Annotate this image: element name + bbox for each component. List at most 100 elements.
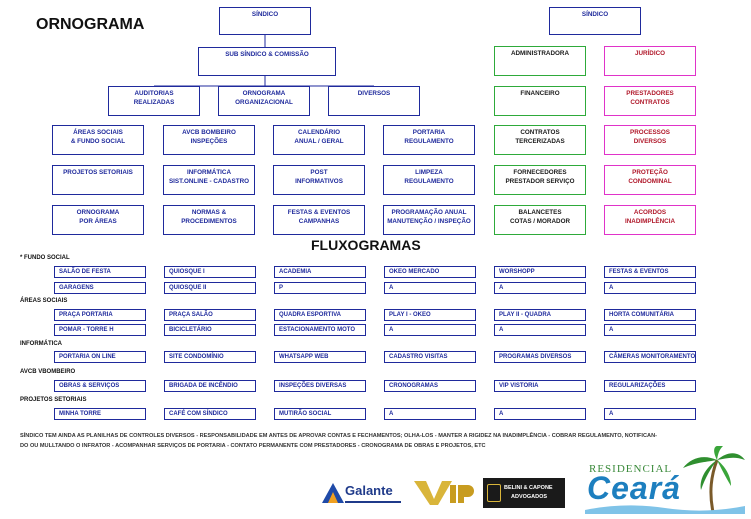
projetos-setoriais-box: PROJETOS SETORIAIS <box>52 165 144 195</box>
protecao-condominal-box-line-2: CONDOMINAL <box>628 177 672 185</box>
balancetes-box-line-1: BALANCETES <box>518 209 562 216</box>
flux-cell-r6-c2: BRIGADA DE INCÊNDIO <box>164 380 256 392</box>
normas-procedimentos-box-line-2: PROCEDIMENTOS <box>181 217 237 225</box>
acordos-inadimplencia-box-line-1: ACORDOS <box>633 209 667 216</box>
flux-cell-r3-c6: HORTA COMUNITÁRIA <box>604 309 696 321</box>
post-informativos-box-line-1: POST <box>310 169 328 176</box>
galante-mark-icon <box>322 483 344 503</box>
flux-cell-r7-c3: MUTIRÃO SOCIAL <box>274 408 366 420</box>
contratos-tercerizadas-box-line-2: TERCERIZADAS <box>515 137 565 145</box>
juridico-box-line-1: JURÍDICO <box>634 50 666 57</box>
vip-text: VIP <box>410 478 411 479</box>
fornecedores-box-line-1: FORNECEDORES <box>513 169 567 176</box>
balancetes-box-line-2: COTAS / MORADOR <box>509 217 571 225</box>
fornecedores-box-line-2: PRESTADOR SERVIÇO <box>505 177 575 185</box>
flux-cell-r4-c6: A <box>604 324 696 336</box>
programacao-anual-box-line-2: MANUTENÇÃO / INSPEÇÃO <box>387 217 471 225</box>
flux-cell-r3-c4: PLAY I - OKEO <box>384 309 476 321</box>
flux-cell-r6-c3: INSPEÇÕES DIVERSAS <box>274 380 366 392</box>
portaria-box-line-2: REGULAMENTO <box>404 137 454 145</box>
areas-sociais-box: ÁREAS SOCIAIS& FUNDO SOCIAL <box>52 125 144 155</box>
flux-cell-r6-c4: CRONOGRAMAS <box>384 380 476 392</box>
flux-cell-r2-c3: P <box>274 282 366 294</box>
vip-logo: VIP <box>410 478 478 508</box>
palm-tree-icon <box>585 446 745 514</box>
processos-diversos-box-line-2: DIVERSOS <box>633 137 667 145</box>
belini-text-2: ADVOGADOS <box>511 494 548 500</box>
residencial-ceara-logo: RESIDENCIAL Ceará <box>585 446 745 514</box>
areas-sociais-box-line-1: ÁREAS SOCIAIS <box>73 129 123 136</box>
flux-cell-r7-c4: A <box>384 408 476 420</box>
ornograma-por-areas-box-line-2: POR ÁREAS <box>79 217 117 225</box>
projetos-setoriais-box-line-1: PROJETOS SETORIAIS <box>63 169 133 176</box>
prestadores-contratos-box-line-1: PRESTADORES <box>626 90 674 97</box>
flux-cell-r6-c5: VIP VISTORIA <box>494 380 586 392</box>
limpeza-box-line-1: LIMPEZA <box>415 169 443 176</box>
flux-cell-r4-c5: A <box>494 324 586 336</box>
prestadores-contratos-box-line-2: CONTRATOS <box>630 98 670 106</box>
portaria-box-line-1: PORTARIA <box>412 129 446 136</box>
limpeza-box-line-2: REGULAMENTO <box>404 177 454 185</box>
footer-note: SÍNDICO TEM AINDA AS PLANILHAS DE CONTRO… <box>20 431 710 451</box>
section-projetos-setoriais: PROJETOS SETORIAIS <box>20 397 87 403</box>
flux-cell-r6-c1: OBRAS & SERVIÇOS <box>54 380 146 392</box>
belini-capone-logo: BELINI & CAPONE ADVOGADOS <box>483 478 565 508</box>
ceara-text: Ceará <box>587 470 681 506</box>
galante-underline <box>345 501 401 503</box>
administradora-box-line-1: ADMINISTRADORA <box>510 50 570 57</box>
festas-eventos-box-line-1: FESTAS & EVENTOS <box>287 209 351 216</box>
areas-sociais-box-line-2: & FUNDO SOCIAL <box>70 137 126 145</box>
flux-cell-r2-c4: A <box>384 282 476 294</box>
financeiro-box: FINANCEIRO <box>494 86 586 116</box>
flux-cell-r5-c3: WHATSAPP WEB <box>274 351 366 363</box>
section-fundo-social: * FUNDO SOCIAL <box>20 255 70 261</box>
flux-cell-r1-c6: FESTAS & EVENTOS <box>604 266 696 278</box>
flux-cell-r6-c6: REGULARIZAÇÕES <box>604 380 696 392</box>
flux-cell-r5-c2: SITE CONDOMÍNIO <box>164 351 256 363</box>
sub-sindico-box: SUB SÍNDICO & COMISSÃO <box>198 47 336 76</box>
section-areas-sociais: ÁREAS SOCIAIS <box>20 298 68 304</box>
administradora-box: ADMINISTRADORA <box>494 46 586 76</box>
flux-cell-r3-c5: PLAY II - QUADRA <box>494 309 586 321</box>
avcb-bombeiro-box-line-1: AVCB BOMBEIRO <box>182 129 236 136</box>
flux-cell-r3-c2: PRAÇA SALÃO <box>164 309 256 321</box>
acordos-inadimplencia-box-line-2: INADIMPLÊNCIA <box>624 217 676 225</box>
flux-cell-r7-c1: MINHA TORRE <box>54 408 146 420</box>
juridico-box: JURÍDICO <box>604 46 696 76</box>
flux-cell-r7-c6: A <box>604 408 696 420</box>
informatica-box-line-1: INFORMÁTICA <box>186 169 232 176</box>
org-title: ORNOGRAMA <box>36 16 145 33</box>
post-informativos-box-line-2: INFORMATIVOS <box>295 177 343 185</box>
flux-cell-r7-c2: CAFÉ COM SÍNDICO <box>164 408 256 420</box>
financeiro-box-line-1: FINANCEIRO <box>520 90 560 97</box>
programacao-anual-box-line-1: PROGRAMAÇÃO ANUAL <box>391 209 467 216</box>
flux-cell-r5-c4: CADASTRO VISITAS <box>384 351 476 363</box>
avcb-bombeiro-box-line-2: INSPEÇÕES <box>190 137 228 145</box>
flux-cell-r3-c3: QUADRA ESPORTIVA <box>274 309 366 321</box>
residencial-text: RESIDENCIAL <box>589 463 673 475</box>
footer-line-1: SÍNDICO TEM AINDA AS PLANILHAS DE CONTRO… <box>20 433 657 439</box>
flux-cell-r4-c2: BICICLETÁRIO <box>164 324 256 336</box>
flux-cell-r5-c6: CÂMERAS MONITORAMENTO <box>604 351 696 363</box>
processos-diversos-box-line-1: PROCESSOS <box>630 129 670 136</box>
ornograma-organizacional-box-line-2: ORGANIZACIONAL <box>235 98 293 106</box>
informatica-box-line-2: SIST.ONLINE - CADASTRO <box>168 177 250 185</box>
flux-cell-r3-c1: PRAÇA PORTARIA <box>54 309 146 321</box>
flux-cell-r2-c6: A <box>604 282 696 294</box>
right-sindico-box-line-1: SÍNDICO <box>581 11 609 18</box>
section-avcb: AVCB VBOMBEIRO <box>20 369 76 375</box>
flux-cell-r1-c5: WORSHOPP <box>494 266 586 278</box>
flux-cell-r4-c1: POMAR - TORRE H <box>54 324 146 336</box>
festas-eventos-box-line-2: CAMPANHAS <box>298 217 340 225</box>
